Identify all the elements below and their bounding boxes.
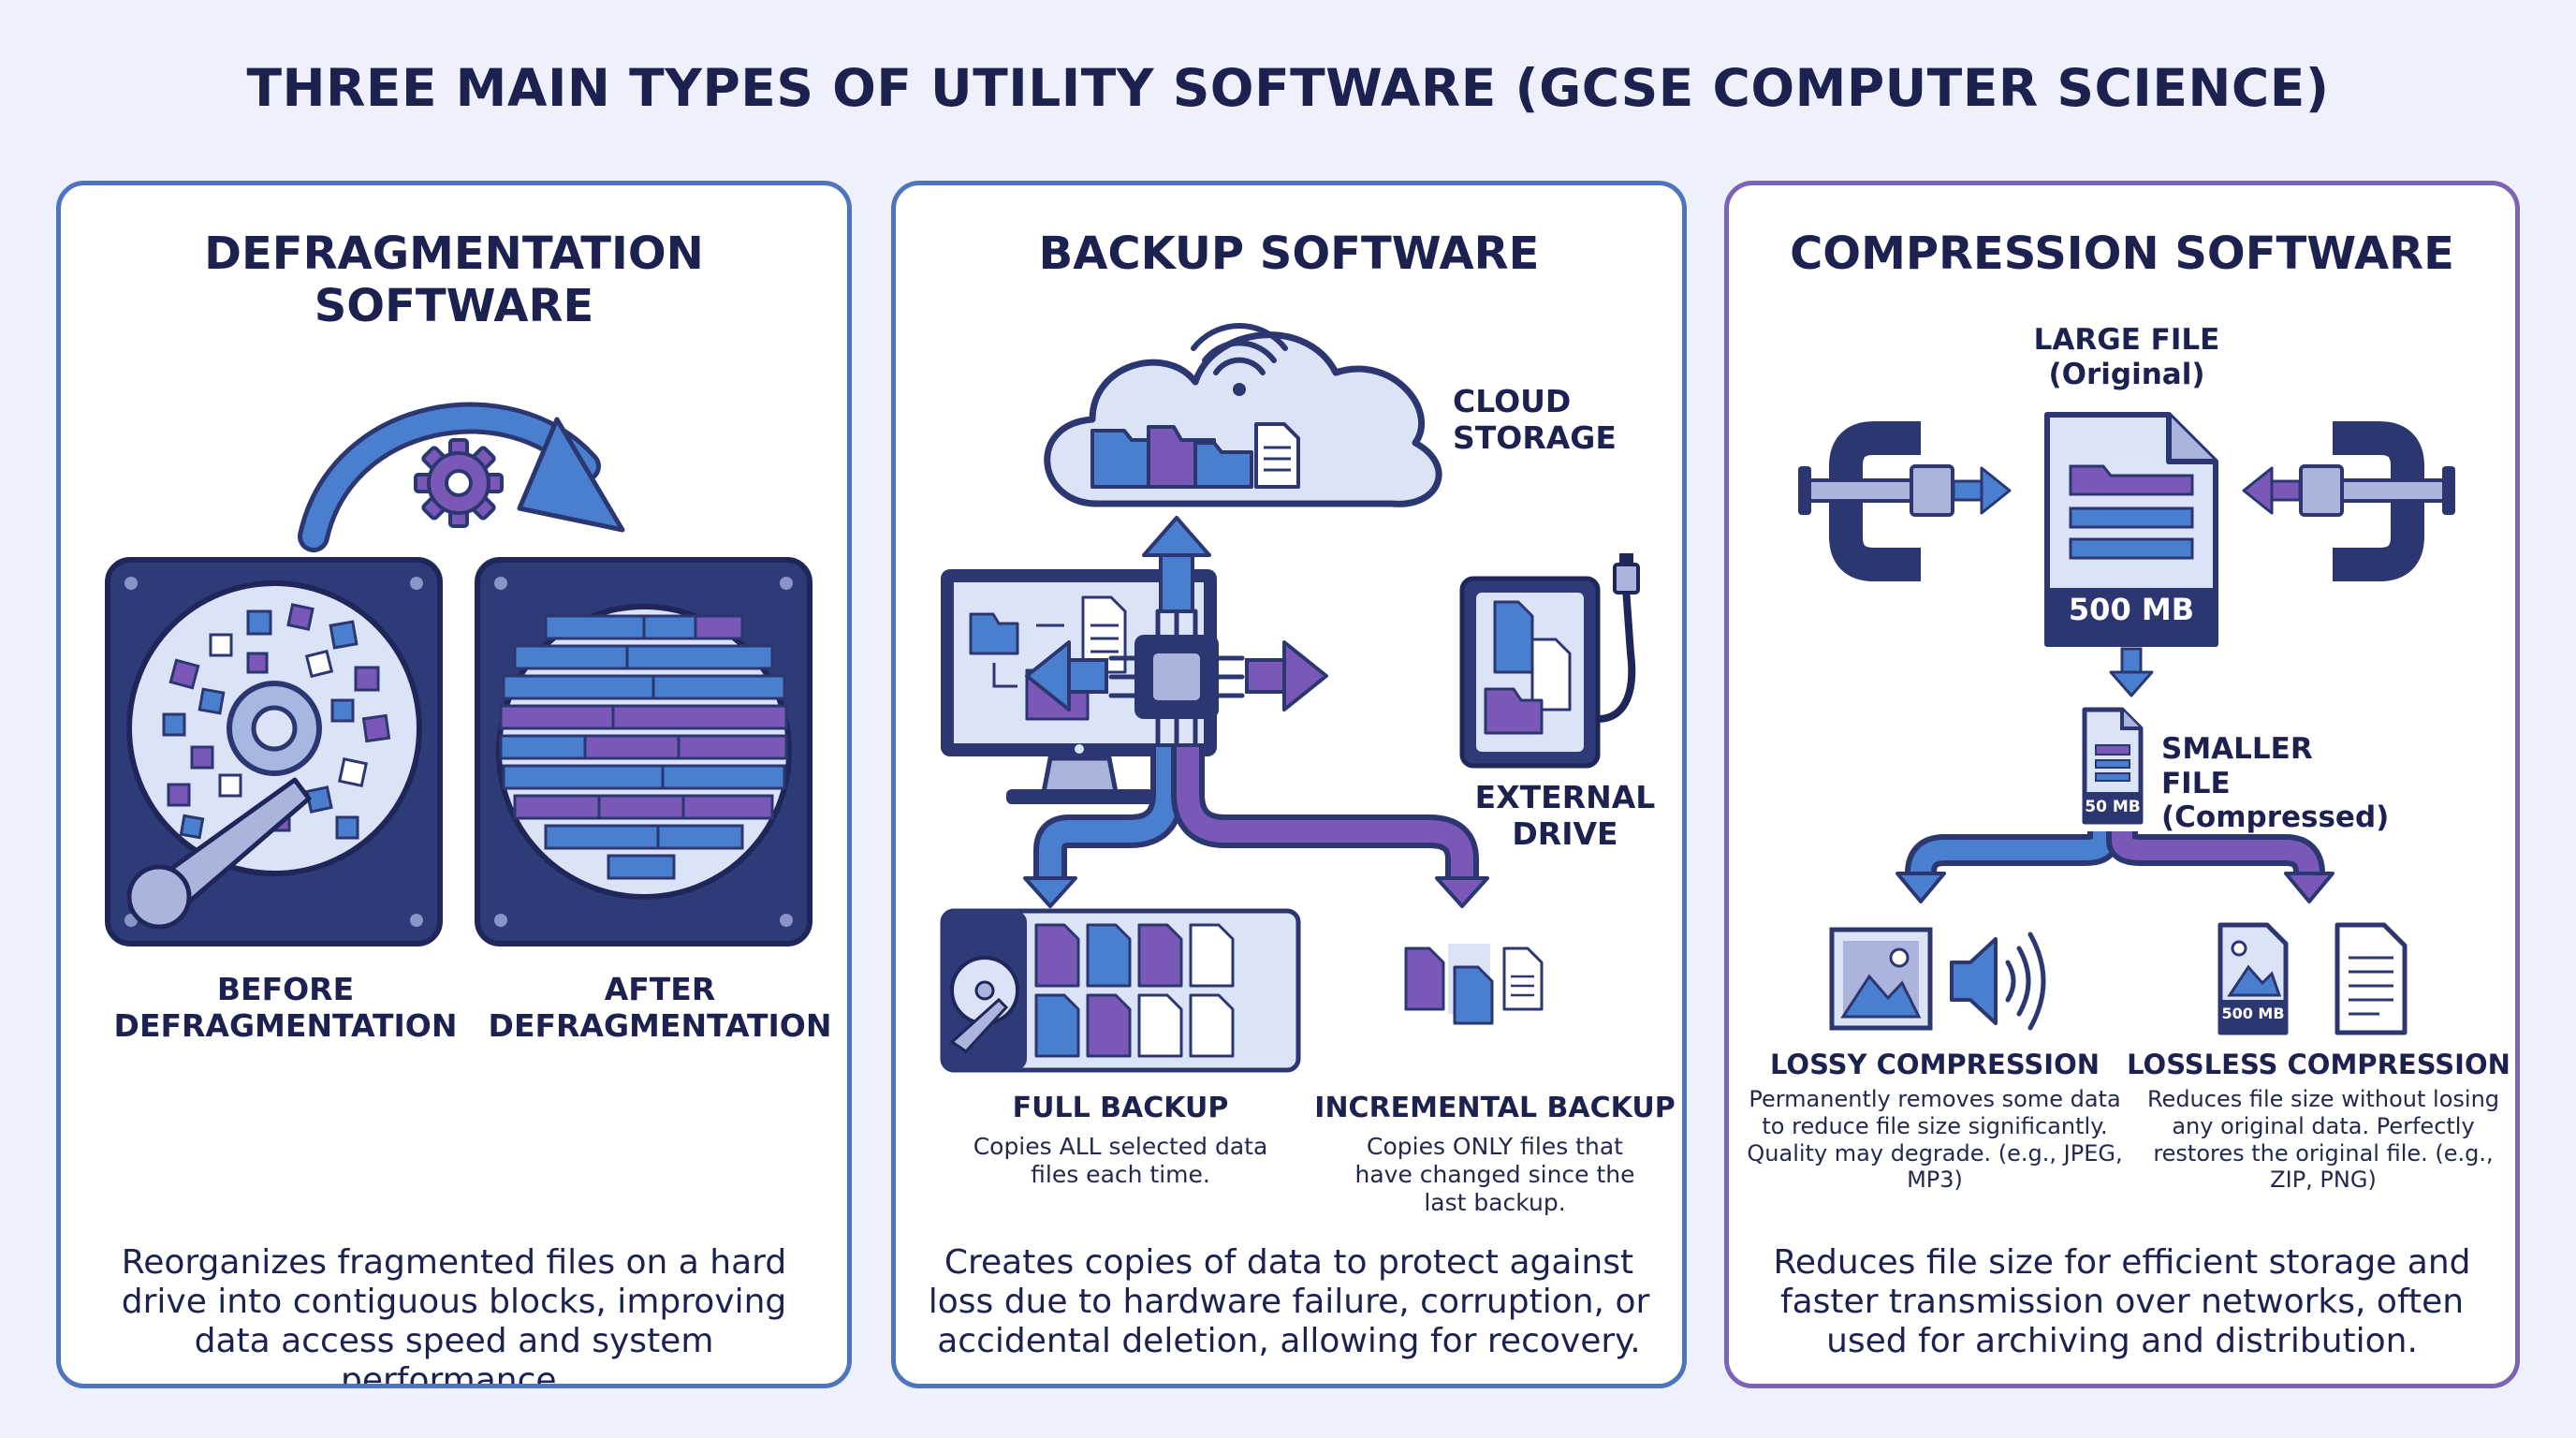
backup-description: Creates copies of data to protect agains… xyxy=(928,1243,1650,1361)
arrow-right-icon xyxy=(1245,640,1328,712)
image-icon xyxy=(1829,927,1933,1031)
document-icon xyxy=(2334,922,2408,1035)
incremental-backup-description: Copies ONLY files that have changed sinc… xyxy=(1354,1133,1635,1216)
external-drive-label: EXTERNAL DRIVE xyxy=(1474,779,1656,852)
read-arm xyxy=(126,777,312,930)
compression-panel: COMPRESSION SOFTWARE xyxy=(1724,181,2520,1388)
lossless-compression-title: LOSSLESS COMPRESSION xyxy=(2127,1049,2510,1080)
compression-description: Reduces file size for efficient storage … xyxy=(1773,1243,2471,1361)
defragmentation-description: Reorganizes fragmented files on a hard d… xyxy=(121,1243,787,1388)
incremental-backup-branch xyxy=(1177,747,1473,878)
backup-panel: BACKUP SOFTWARE xyxy=(891,181,1687,1388)
defrag-process-arrow-icon xyxy=(298,402,625,552)
compression-title: COMPRESSION SOFTWARE xyxy=(1790,227,2454,280)
compression-illustration xyxy=(1798,412,2455,1035)
incremental-backup-icon xyxy=(1404,944,1544,1025)
cloud-storage-label: CLOUD STORAGE xyxy=(1453,383,1617,456)
full-backup-title: FULL BACKUP xyxy=(1012,1092,1229,1124)
incremental-backup-title: INCREMENTAL BACKUP xyxy=(1314,1092,1676,1124)
backup-title: BACKUP SOFTWARE xyxy=(1038,227,1540,280)
lossy-branch xyxy=(1910,831,2114,874)
large-file-size: 500 MB xyxy=(2068,592,2195,627)
lossless-branch xyxy=(2112,831,2320,874)
after-defragmentation-label: AFTER DEFRAGMENTATION xyxy=(488,971,832,1044)
full-backup-icon xyxy=(940,908,1301,1073)
left-clamp-icon xyxy=(1798,421,2012,581)
speaker-icon xyxy=(1950,932,2046,1031)
large-file-label: LARGE FILE (Original) xyxy=(2033,323,2220,391)
arrow-left-icon xyxy=(1025,640,1108,712)
defragmentation-illustration xyxy=(105,402,812,946)
page-title: THREE MAIN TYPES OF UTILITY SOFTWARE (GC… xyxy=(246,58,2330,118)
defragmented-hard-drive-icon xyxy=(475,557,812,946)
chevron-down-icon xyxy=(1023,876,1077,908)
processor-chip-icon xyxy=(1108,609,1245,745)
arrow-down-icon xyxy=(2109,647,2154,697)
lossless-icon-size: 500 MB xyxy=(2221,1005,2285,1022)
right-clamp-icon xyxy=(2242,421,2455,581)
fragmented-hard-drive-icon xyxy=(105,557,443,946)
lossless-compression-description: Reduces file size without losing any ori… xyxy=(2146,1086,2500,1194)
large-file-icon xyxy=(2044,412,2218,647)
cloud-storage-icon xyxy=(1044,322,1442,507)
full-backup-branch xyxy=(1039,747,1178,878)
lossy-compression-description: Permanently removes some data to reduce … xyxy=(1747,1086,2123,1194)
lossy-compression-title: LOSSY COMPRESSION xyxy=(1769,1049,2100,1080)
chevron-down-icon xyxy=(1435,876,1489,908)
chevron-down-icon xyxy=(1895,872,1946,903)
full-backup-description: Copies ALL selected data files each time… xyxy=(973,1133,1268,1188)
defragmentation-panel: DEFRAGMENTATION SOFTWARE xyxy=(56,181,852,1388)
before-defragmentation-label: BEFORE DEFRAGMENTATION xyxy=(113,971,458,1044)
backup-illustration xyxy=(940,322,1640,1073)
arrow-up-icon xyxy=(1142,516,1211,613)
small-file-icon xyxy=(2082,707,2144,825)
chevron-down-icon xyxy=(2284,872,2334,903)
gear-icon xyxy=(414,438,504,528)
small-file-size: 50 MB xyxy=(2085,798,2141,816)
lossless-image-icon xyxy=(2217,922,2289,1035)
defragmentation-title: DEFRAGMENTATION SOFTWARE xyxy=(204,227,704,332)
smaller-file-label: SMALLER FILE (Compressed) xyxy=(2161,732,2390,835)
external-drive-icon xyxy=(1459,553,1640,769)
